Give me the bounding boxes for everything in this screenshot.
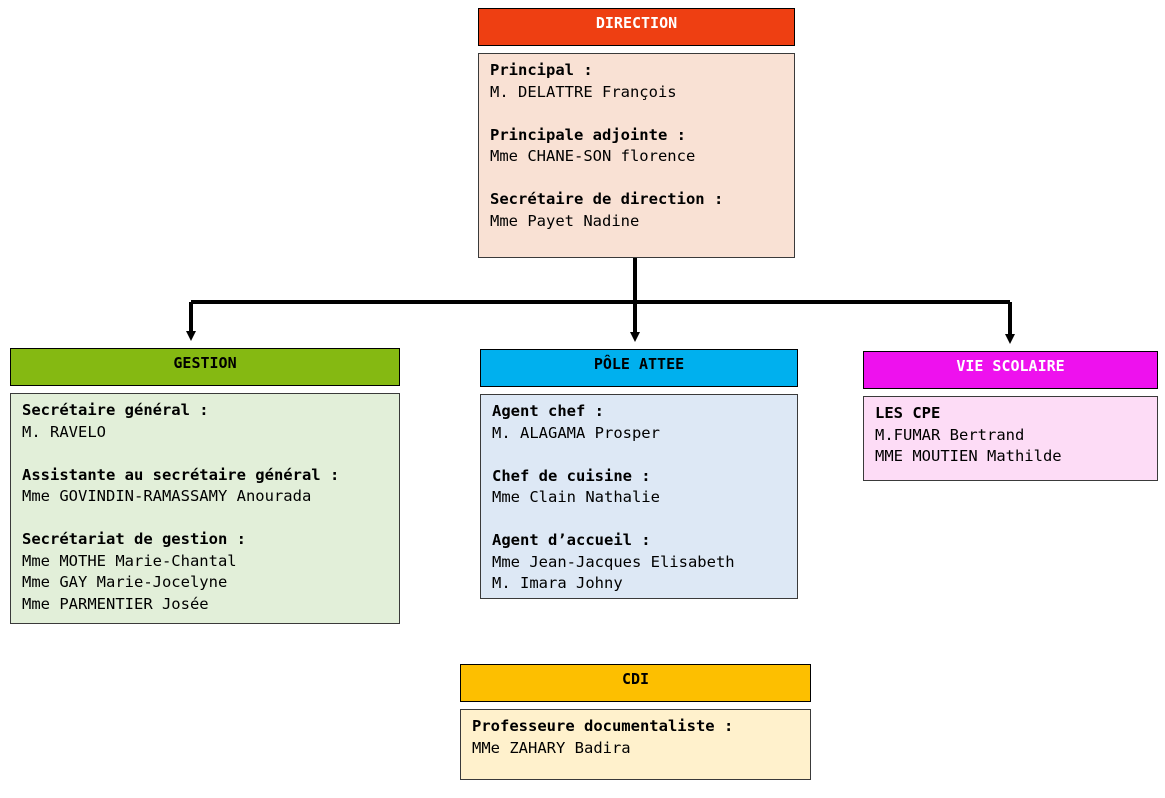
gestion-person-name: Mme PARMENTIER Josée <box>22 594 209 613</box>
cdi-role-group: Professeure documentaliste : MMe ZAHARY B… <box>472 716 799 759</box>
vie-scolaire-person-name: M.FUMAR Bertrand <box>875 425 1025 444</box>
gestion-role-label: Secrétariat de gestion : <box>22 530 246 548</box>
pole-attee-title: PÔLE ATTEE <box>593 355 685 373</box>
pole-attee-role-group: Agent d’accueil : Mme Jean-Jacques Elisab… <box>492 530 786 595</box>
vie-scolaire-role-label: LES CPE <box>875 404 941 422</box>
pole-attee-person-name: Mme Clain Nathalie <box>492 488 660 506</box>
cdi-role-label: Professeure documentaliste : <box>472 717 734 735</box>
cdi-person-name: MMe ZAHARY Badira <box>472 738 631 757</box>
direction-person-name: Mme CHANE-SON florence <box>490 147 696 165</box>
gestion-role-label: Secrétaire général : <box>22 401 209 419</box>
gestion-title: GESTION <box>173 354 237 372</box>
direction-role-label: Principal : <box>490 61 593 79</box>
cdi-title: CDI <box>621 670 650 688</box>
pole-attee-role-label: Agent chef : <box>492 402 604 420</box>
direction-person-name: M. DELATTRE François <box>490 82 677 101</box>
vie-scolaire-header: VIE SCOLAIRE <box>863 351 1158 389</box>
pole-attee-header: PÔLE ATTEE <box>480 349 798 387</box>
direction-header: DIRECTION <box>478 8 795 46</box>
gestion-person-name: M. RAVELO <box>22 422 106 441</box>
gestion-role-group: Secrétaire général : M. RAVELO <box>22 400 388 443</box>
cdi-header: CDI <box>460 664 811 702</box>
vie-scolaire-title: VIE SCOLAIRE <box>956 357 1065 375</box>
pole-attee-person-name: M. ALAGAMA Prosper <box>492 423 660 442</box>
gestion-role-group: Assistante au secrétaire général : Mme GO… <box>22 465 388 508</box>
direction-role-label: Principale adjointe : <box>490 125 686 144</box>
gestion-person-name: Mme GOVINDIN-RAMASSAMY Anourada <box>22 487 312 505</box>
pole-attee-role-group: Agent chef : M. ALAGAMA Prosper <box>492 401 786 444</box>
gestion-panel: Secrétaire général : M. RAVELO Assistante … <box>10 393 400 624</box>
direction-title: DIRECTION <box>595 14 678 32</box>
gestion-person-name: Mme GAY Marie-Jocelyne <box>22 573 228 591</box>
gestion-person-name: Mme MOTHE Marie-Chantal <box>22 551 237 570</box>
direction-person-name: Mme Payet Nadine <box>490 211 640 230</box>
direction-role-group: Secrétaire de direction : Mme Payet Nadin… <box>490 189 783 232</box>
gestion-role-group: Secrétariat de gestion : Mme MOTHE Marie-… <box>22 529 388 615</box>
pole-attee-role-label: Chef de cuisine : <box>492 466 651 485</box>
cdi-panel: Professeure documentaliste : MMe ZAHARY B… <box>460 709 811 780</box>
gestion-header: GESTION <box>10 348 400 386</box>
pole-attee-role-group: Chef de cuisine : Mme Clain Nathalie <box>492 466 786 509</box>
gestion-role-label: Assistante au secrétaire général : <box>22 465 340 484</box>
pole-attee-person-name: M. Imara Johny <box>492 574 623 592</box>
vie-scolaire-person-name: MME MOUTIEN Mathilde <box>875 447 1062 465</box>
pole-attee-role-label: Agent d’accueil : <box>492 531 651 549</box>
direction-role-group: Principal : M. DELATTRE François <box>490 60 783 103</box>
pole-attee-person-name: Mme Jean-Jacques Elisabeth <box>492 552 735 571</box>
direction-role-label: Secrétaire de direction : <box>490 190 724 208</box>
direction-role-group: Principale adjointe : Mme CHANE-SON flore… <box>490 125 783 168</box>
